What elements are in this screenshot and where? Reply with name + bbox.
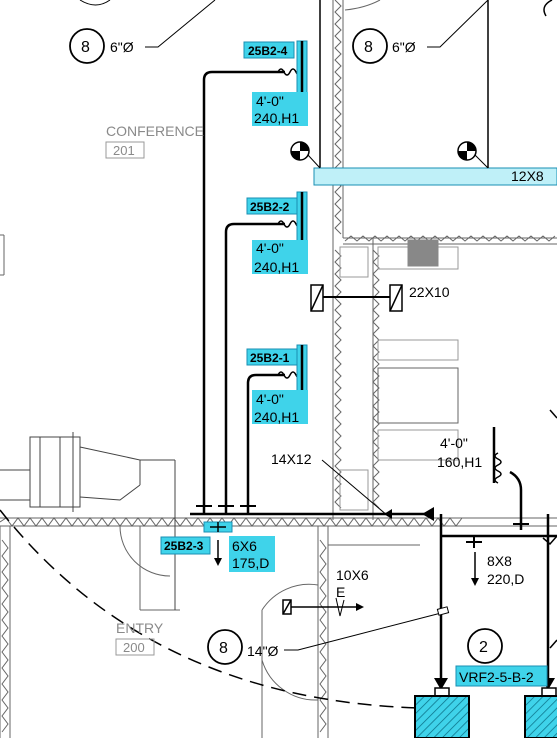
tag-25b2-2-rate: 240,H1	[254, 259, 299, 275]
tag-25b2-3: 25B2-3 6X6 175,D	[160, 521, 275, 572]
balance-damper-symbols	[290, 0, 489, 169]
edge-fragments	[542, 0, 557, 649]
room-conference: CONFERENCE 201	[105, 123, 204, 159]
callout-4-number: 2	[479, 639, 488, 656]
exhaust-tag-label: E	[336, 584, 345, 600]
tag-25b2-2-length: 4'-0"	[256, 240, 284, 256]
tag-25b2-1-length: 4'-0"	[256, 391, 284, 407]
tag-25b2-4: 25B2-4 4'-0" 240,H1	[243, 41, 308, 126]
room-entry-number: 200	[123, 640, 145, 655]
tag-25b2-3-label: 25B2-3	[164, 539, 204, 553]
duct-12x8-label: 12X8	[511, 168, 544, 184]
callout-2: 8 6"Ø	[352, 0, 489, 64]
duct-22x10	[310, 284, 403, 312]
room-entry: ENTRY 200	[115, 620, 164, 656]
room-conference-number: 201	[113, 143, 135, 158]
riser-leader	[321, 459, 389, 517]
duct-runs	[190, 70, 557, 688]
callout-2-number: 8	[364, 39, 373, 56]
callout-1-number: 8	[81, 39, 90, 56]
vrf-tag-label: VRF2-5-B-2	[459, 669, 534, 685]
flex-connectors	[277, 68, 502, 484]
tag-25b2-1-rate: 240,H1	[254, 409, 299, 425]
room-entry-name: ENTRY	[116, 620, 164, 636]
diffuser-5-length: 4'-0"	[440, 435, 468, 451]
tag-25b2-3-size: 6X6	[232, 538, 257, 554]
vrf-tag-box	[455, 665, 548, 687]
exhaust-fan-unit	[0, 432, 176, 610]
tag-25b2-2: 25B2-2 4'-0" 240,H1	[246, 197, 308, 275]
exhaust-damper	[282, 597, 364, 617]
room-conference-name: CONFERENCE	[106, 123, 204, 139]
duct-8x8-rate: 220,D	[487, 571, 524, 587]
branch-dampers	[196, 505, 529, 548]
diffuser-5-rate: 160,H1	[437, 454, 482, 470]
tag-25b2-1: 25B2-1 4'-0" 240,H1	[246, 348, 308, 425]
tag-25b2-4-label: 25B2-4	[248, 44, 288, 58]
callout-4: 2	[467, 628, 503, 664]
duct-8x8-label: 8X8	[487, 553, 512, 569]
callout-3-text: 14"Ø	[247, 643, 279, 659]
duct-22x10-label: 22X10	[409, 284, 450, 300]
linear-diffusers	[296, 40, 496, 483]
tag-25b2-3-rate: 175,D	[232, 555, 269, 571]
vrf-units	[414, 687, 557, 738]
duct-12x8	[313, 167, 557, 186]
callout-3: 8 14"Ø	[207, 606, 450, 665]
callout-2-text: 6"Ø	[392, 39, 416, 55]
tag-25b2-4-length: 4'-0"	[256, 93, 284, 109]
flow-arrows	[384, 507, 555, 690]
tag-25b2-1-label: 25B2-1	[250, 351, 290, 365]
callout-1: 8 6"Ø	[69, 0, 216, 64]
tag-25b2-2-label: 25B2-2	[250, 200, 290, 214]
callout-1-text: 6"Ø	[110, 39, 134, 55]
duct-14x12-label: 14X12	[271, 451, 312, 467]
tag-25b2-4-rate: 240,H1	[254, 110, 299, 126]
exhaust-size-label: 10X6	[336, 567, 369, 583]
callout-3-number: 8	[219, 640, 228, 657]
